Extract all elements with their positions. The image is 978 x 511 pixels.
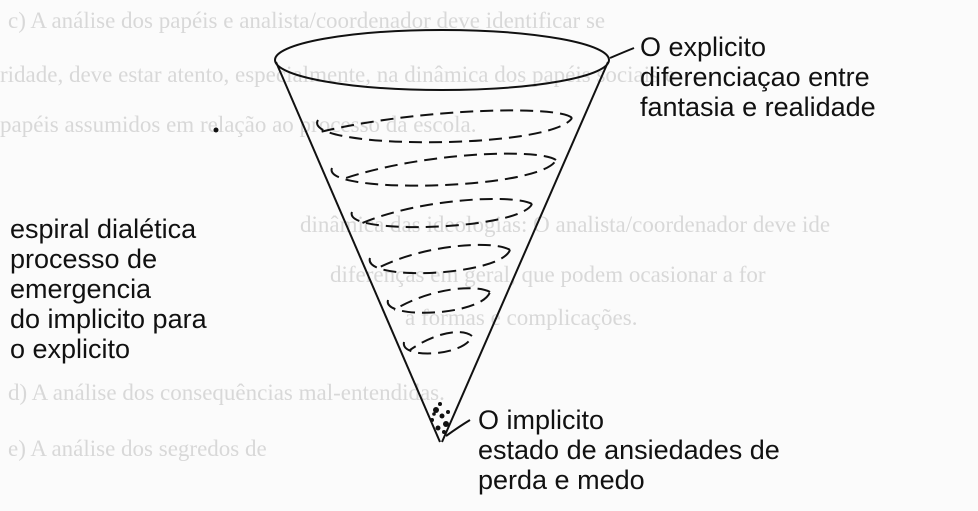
background-text-line: diferenças em geral, que podem ocasionar… — [330, 262, 766, 287]
explicit-label-line: fantasia e realidade — [640, 92, 876, 122]
explicit-label-line: O explicito — [640, 32, 767, 62]
cone-right-side — [441, 61, 609, 443]
implicit-speckle — [430, 402, 450, 434]
background-text-line: dinâmica das ideologias: O analista/coor… — [300, 212, 831, 237]
spiral-label-line: processo de — [10, 244, 158, 274]
implicit-label-line: O implicito — [478, 405, 605, 435]
explicit-label-line: diferenciaçao entre — [640, 62, 870, 92]
bottom-label-pointer — [445, 419, 471, 437]
implicit-label-line: estado de ansiedades de — [478, 435, 780, 465]
explicit-label: O explicito diferenciaçao entre fantasia… — [640, 32, 876, 122]
spiral-label: espiral dialética processo de emergencia… — [10, 214, 207, 364]
background-text-line: e) A análise dos segredos de — [8, 436, 267, 461]
background-text-line: d) A análise dos consequências mal-enten… — [8, 380, 445, 405]
decorative-dot — [213, 127, 219, 133]
background-text-line: a formas e complicações. — [405, 305, 638, 330]
spiral-label-line: emergencia — [10, 274, 152, 304]
implicit-label: O implicito estado de ansiedades de perd… — [478, 405, 780, 495]
dialectic-spiral — [316, 109, 573, 355]
cone-left-side — [275, 61, 441, 443]
implicit-label-line: perda e medo — [478, 465, 645, 495]
spiral-label-line: do implicito para — [10, 304, 207, 334]
background-text-line: c) A análise dos papéis e analista/coord… — [8, 8, 606, 33]
spiral-label-line: o explicito — [10, 334, 131, 364]
background-text-line: papéis assumidos em relação ao processo … — [0, 112, 477, 137]
spiral-label-line: espiral dialética — [10, 214, 197, 244]
cone-top-ellipse — [274, 29, 610, 91]
top-label-pointer — [609, 47, 635, 59]
